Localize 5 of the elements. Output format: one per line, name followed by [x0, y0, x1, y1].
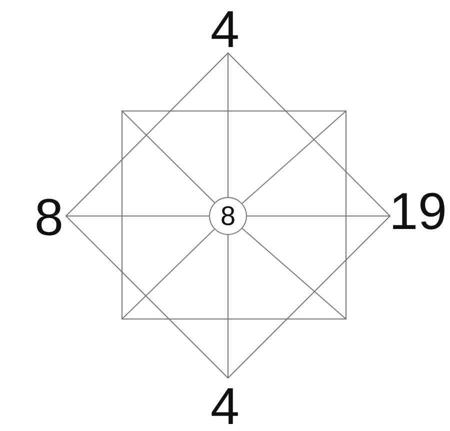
number-label: 8 — [34, 196, 64, 240]
number-label: 4 — [210, 8, 240, 52]
number-label: 4 — [210, 384, 240, 430]
number-circle: 8 — [209, 197, 247, 235]
number-label: 19 — [389, 190, 447, 234]
